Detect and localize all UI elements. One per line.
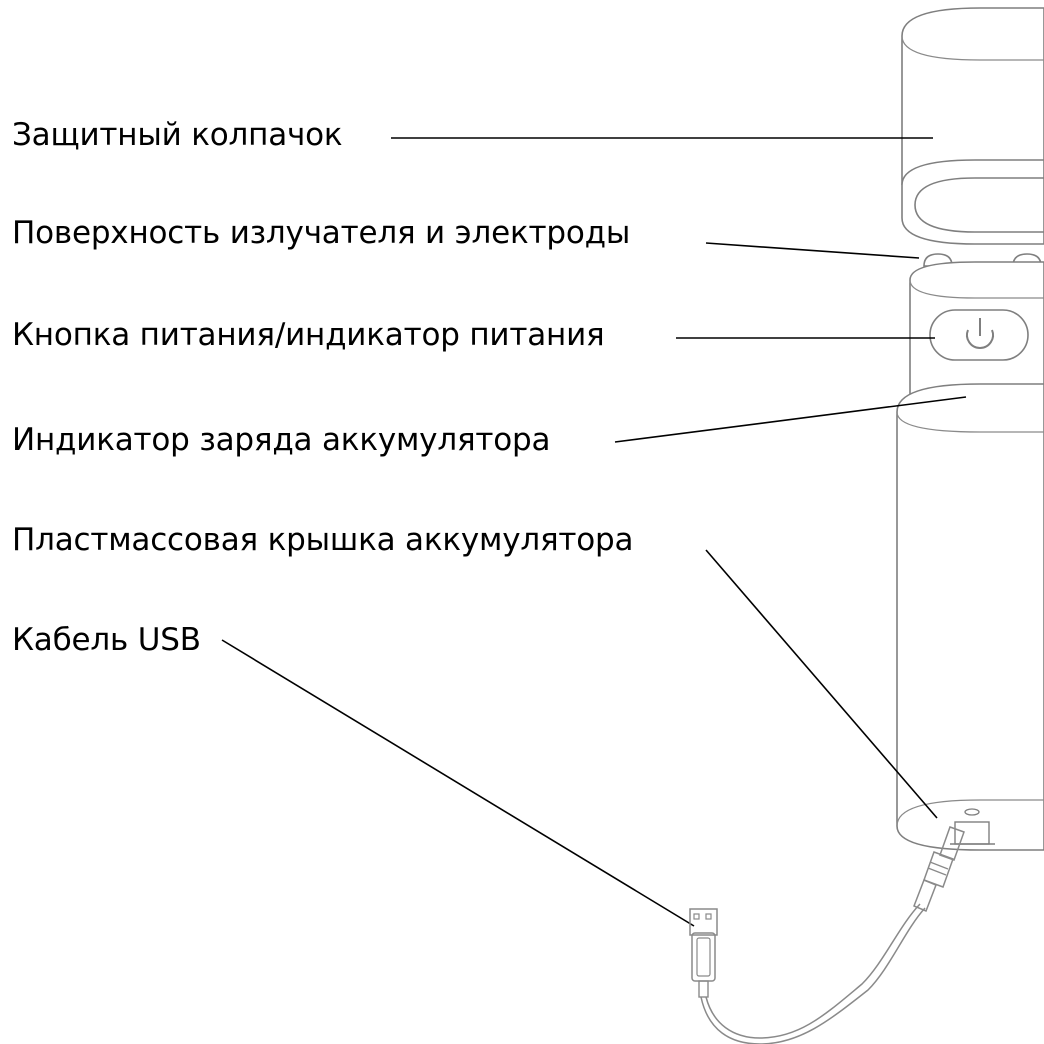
- label-protective-cap: Защитный колпачок: [12, 117, 343, 153]
- dc-plug-icon: [913, 826, 965, 912]
- power-button: [929, 309, 1029, 361]
- protective-cap: [901, 7, 1044, 245]
- usb-plug-icon: [689, 908, 718, 998]
- power-icon: [966, 318, 994, 349]
- label-power-button: Кнопка питания/индикатор питания: [12, 317, 605, 353]
- usb-port-icon: [950, 808, 995, 845]
- label-battery-indicator: Индикатор заряда аккумулятора: [12, 422, 551, 458]
- label-emitter-surface: Поверхность излучателя и электроды: [12, 215, 631, 251]
- label-battery-cover: Пластмассовая крышка аккумулятора: [12, 522, 634, 558]
- usb-cable: [689, 826, 965, 1044]
- label-usb-cable: Кабель USB: [12, 622, 201, 658]
- leader-lines: [221, 137, 967, 927]
- battery-body: [896, 383, 1044, 851]
